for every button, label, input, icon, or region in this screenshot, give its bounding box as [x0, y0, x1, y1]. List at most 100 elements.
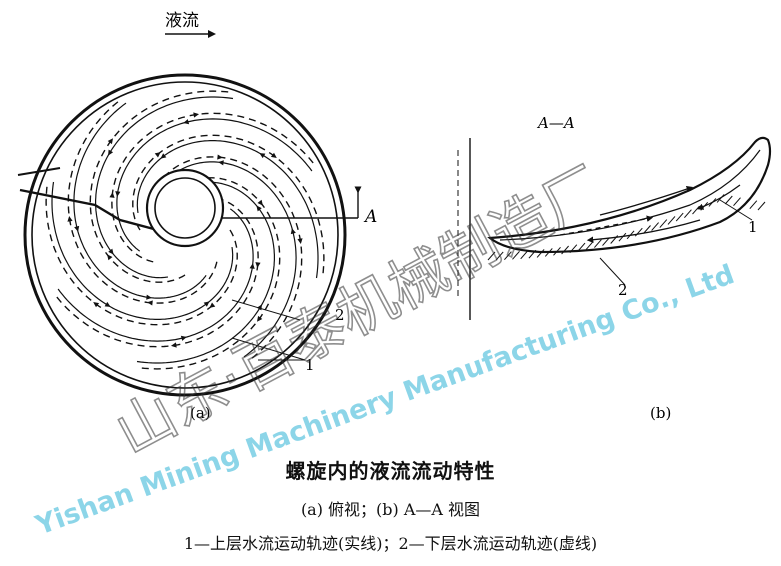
hatch-line [659, 219, 668, 228]
flow-arrowhead [109, 192, 115, 198]
flow-arrowhead [170, 342, 177, 348]
flow-arrowhead [108, 248, 114, 255]
flow-path [57, 208, 254, 342]
flow-arrowhead [255, 262, 261, 268]
hatch-line [504, 251, 512, 261]
hatch-line [757, 201, 766, 211]
flow-arrowhead [183, 119, 190, 125]
flow-arrowhead [290, 228, 296, 235]
hatch-line [536, 249, 545, 258]
panel-a-label: (a) [190, 404, 211, 422]
hatch-line [692, 205, 700, 215]
hatch-line [520, 250, 529, 260]
lower-layer-flow-paths [45, 90, 325, 370]
upper-layer-flow-paths [51, 96, 319, 364]
hatch-line [487, 251, 496, 261]
flow-arrowhead [115, 191, 121, 197]
flow-arrowhead [160, 153, 167, 159]
hatch-line [724, 195, 733, 205]
hatch-line [618, 232, 627, 242]
flow-label: 液流 [165, 11, 199, 31]
hatch-line [741, 198, 749, 208]
flow-path [89, 90, 230, 283]
leader-1a [231, 337, 306, 361]
hatch-line [684, 209, 692, 219]
flow-arrowhead [209, 302, 216, 308]
flow-arrowhead [249, 263, 255, 269]
hatch-line [495, 251, 504, 261]
section-view-label: A—A [536, 114, 575, 132]
flow-arrowhead [217, 154, 223, 160]
flow-path [73, 102, 207, 299]
flow-arrowhead [193, 112, 200, 118]
trough-start-lip [17, 167, 61, 176]
hatch-line [594, 239, 602, 248]
section-mark-a: A [363, 207, 377, 227]
flow-arrowhead [256, 315, 263, 322]
trough-cross-section [487, 136, 772, 254]
flow-arrowhead [67, 215, 73, 222]
flow-path [51, 181, 234, 320]
flow-arrowhead [147, 300, 153, 306]
figure-legend: 1—上层水流运动轨迹(实线)；2—下层水流运动轨迹(虚线) [183, 534, 598, 553]
callout-2-a: 2 [335, 306, 345, 324]
figure-title: 螺旋内的液流流动特性 [285, 459, 496, 483]
flow-arrowhead [256, 205, 262, 212]
hatch-line [602, 237, 610, 246]
flow-path [136, 140, 319, 279]
flow-arrowhead [218, 160, 224, 166]
hatch-line [643, 225, 651, 234]
flow-path [45, 185, 238, 326]
flow-arrowhead [257, 199, 263, 206]
hatch-line [577, 242, 586, 252]
flow-path [111, 112, 315, 263]
flow-path [55, 197, 259, 348]
leader-2-b [599, 257, 626, 286]
panel-a-top-view [17, 30, 362, 397]
flow-arrowhead [270, 152, 277, 159]
outer-trough-wall [23, 73, 347, 397]
hatch-line [651, 222, 659, 231]
hatch-line [512, 250, 520, 260]
flow-arrowhead [146, 294, 152, 300]
flow-path [67, 100, 218, 304]
liquid-surface [499, 149, 761, 241]
flow-arrowhead [93, 301, 100, 308]
flow-arrowhead [74, 225, 80, 232]
hatch-line [544, 248, 553, 257]
callout-2-b: 2 [618, 281, 628, 299]
leader-2 [231, 299, 301, 321]
flow-path [132, 134, 325, 275]
hatch-line [667, 216, 676, 225]
outer-trough-inner-wall [31, 81, 339, 389]
hatch-line [561, 245, 569, 255]
panel-b-section-view [457, 136, 772, 320]
flow-path [136, 181, 275, 364]
flow-arrowhead [108, 149, 114, 156]
flow-arrowhead [154, 152, 161, 158]
flow-arrowhead [107, 254, 113, 261]
flow-arrowhead [259, 153, 266, 159]
center-column-inner [154, 177, 216, 239]
leader-1-b [719, 199, 753, 221]
flow-path [95, 96, 234, 279]
hatch-line [675, 212, 684, 222]
flow-arrowhead [203, 301, 210, 307]
center-column-outer [145, 168, 225, 248]
spiral-trough-edge [19, 188, 166, 234]
flow-arrowhead [107, 138, 114, 145]
flow-path [152, 156, 303, 360]
flow-path [140, 177, 281, 370]
hatch-line [749, 200, 758, 210]
section-flow-arrows [559, 184, 741, 243]
hatch-line [569, 244, 578, 254]
callout-1-a: 1 [305, 356, 315, 374]
flow-path [116, 118, 313, 252]
callout-1-b: 1 [748, 218, 758, 236]
flow-arrowhead [104, 301, 111, 307]
figure-subtitle: (a) 俯视；(b) A—A 视图 [300, 500, 481, 519]
hatch-line [585, 241, 594, 250]
panel-b-label: (b) [650, 404, 671, 422]
